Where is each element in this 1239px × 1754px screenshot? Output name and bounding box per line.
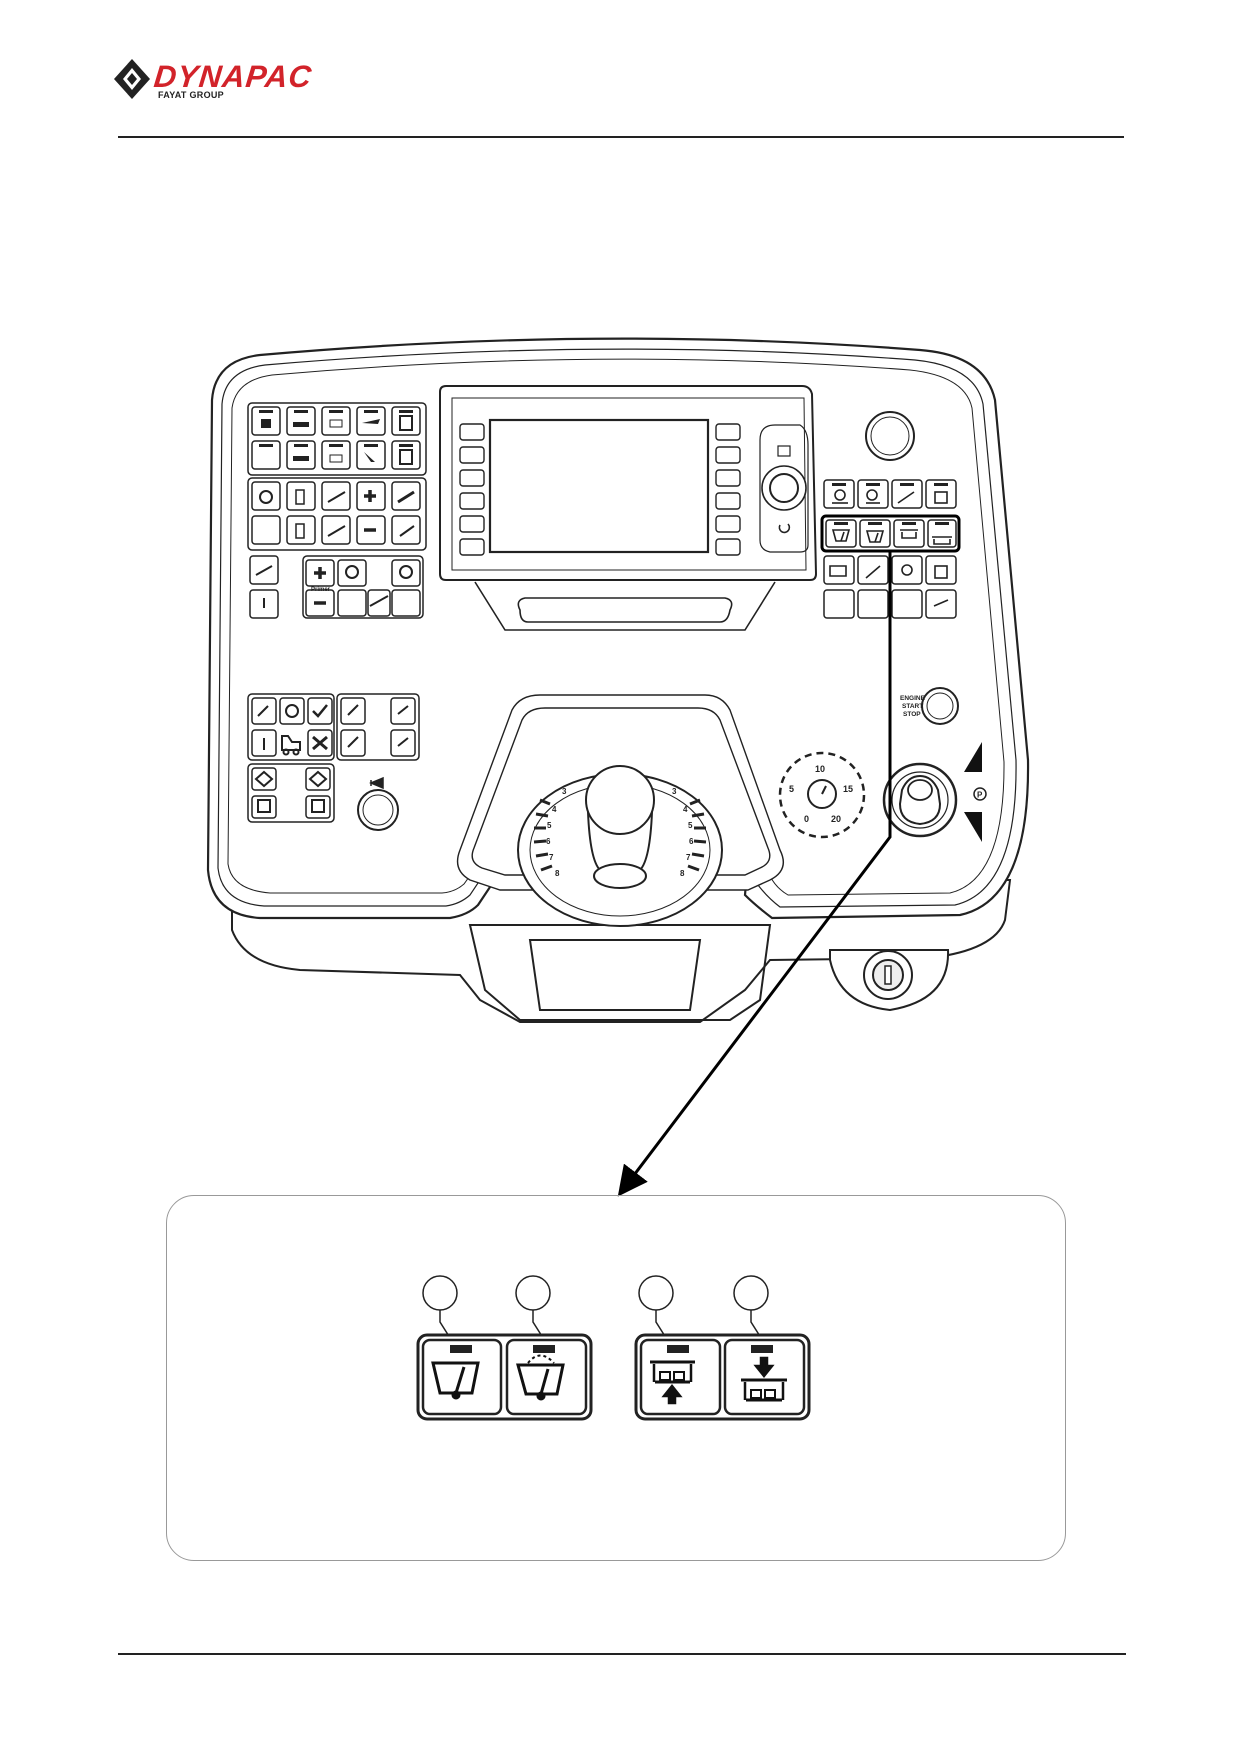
joystick-scale-left-5: 5 xyxy=(547,821,552,830)
callout-arrow xyxy=(617,552,892,1197)
wiper-front-icon xyxy=(431,1361,480,1400)
engine-label-2: START xyxy=(902,703,923,710)
right-keypad-top-icons xyxy=(832,483,948,504)
joystick-scale-right-3: 3 xyxy=(672,787,677,796)
detail-enlargement xyxy=(416,1275,811,1421)
primer-label: Primer xyxy=(311,587,331,593)
screed-raise-icon xyxy=(650,1360,695,1405)
display-menu-icon xyxy=(777,445,791,457)
speed-tick-0: 0 xyxy=(804,814,809,824)
joystick-scale-left-6: 6 xyxy=(546,837,551,846)
display-screen xyxy=(488,418,710,554)
right-keypad-lower-icons xyxy=(829,564,949,607)
joystick-scale-left-8: 8 xyxy=(555,869,560,878)
drive-lever[interactable] xyxy=(882,762,958,838)
speed-tick-10: 10 xyxy=(815,764,825,774)
footer-rule xyxy=(118,1653,1126,1655)
right-keypad-highlight-row[interactable] xyxy=(825,519,957,548)
display-softkeys-left[interactable] xyxy=(459,423,485,556)
wiper-washer-icon xyxy=(516,1354,565,1401)
logo-diamond-icon xyxy=(114,59,150,99)
engine-label-1: ENGINE xyxy=(900,695,926,702)
joystick-scale: 3 4 5 6 7 8 3 4 5 6 7 8 xyxy=(533,787,707,878)
header-rule xyxy=(118,136,1124,138)
joystick-scale-left-3: 3 xyxy=(562,787,567,796)
left-keypad-middle-icons xyxy=(259,489,415,539)
logo-subtitle: FAYAT GROUP xyxy=(158,90,224,100)
joystick-scale-right-7: 7 xyxy=(686,853,691,862)
direction-arrows: P xyxy=(964,742,987,842)
ignition-key-switch[interactable] xyxy=(829,949,950,1012)
engine-label-3: STOP xyxy=(903,711,921,718)
speed-preselect-dial[interactable] xyxy=(778,751,866,839)
speed-tick-15: 15 xyxy=(843,784,853,794)
joystick-scale-right-5: 5 xyxy=(688,821,693,830)
wiper-washer-button[interactable] xyxy=(505,1338,588,1416)
top-right-round-button[interactable] xyxy=(865,411,915,461)
speed-tick-20: 20 xyxy=(831,814,841,824)
engine-start-stop-button[interactable] xyxy=(921,687,959,725)
highlighted-button-row xyxy=(820,514,961,553)
right-keypad-highlight-icons xyxy=(831,522,952,545)
bottom-left-keypad-icons xyxy=(254,704,409,813)
joystick-scale-right-8: 8 xyxy=(680,869,685,878)
cancel-x-icon xyxy=(312,735,328,751)
joystick-scale-left-7: 7 xyxy=(549,853,554,862)
joystick-scale-left-4: 4 xyxy=(552,805,557,814)
screed-lower-icon xyxy=(741,1356,787,1402)
display-rotary-area xyxy=(759,424,809,553)
horn-icon xyxy=(369,776,384,790)
screed-lower-button[interactable] xyxy=(723,1338,806,1416)
speed-dial-ticks: 10 5 15 0 20 xyxy=(789,764,853,824)
wiper-front-button[interactable] xyxy=(421,1338,503,1416)
parking-symbol: P xyxy=(977,791,983,800)
right-keypad-top[interactable] xyxy=(823,479,957,509)
joystick-scale-right-4: 4 xyxy=(683,805,688,814)
horn-button[interactable] xyxy=(357,789,399,831)
right-keypad-lower[interactable] xyxy=(823,555,957,619)
confirm-check-icon xyxy=(312,704,328,718)
left-keypad-lower-icons xyxy=(255,565,413,608)
detail-callout-box xyxy=(166,1195,1066,1561)
screed-raise-button[interactable] xyxy=(639,1338,722,1416)
display-back-icon[interactable] xyxy=(778,523,791,534)
speed-tick-5: 5 xyxy=(789,784,794,794)
page-header: DYNAPAC FAYAT GROUP xyxy=(0,0,1239,150)
joystick-scale-right-6: 6 xyxy=(689,837,694,846)
left-keypad-top-icons xyxy=(259,410,413,465)
display-softkeys-right[interactable] xyxy=(715,423,741,556)
truck-hitch-icon xyxy=(281,735,301,756)
parking-icon xyxy=(973,787,987,801)
dynapac-logo: DYNAPAC FAYAT GROUP xyxy=(112,55,432,105)
